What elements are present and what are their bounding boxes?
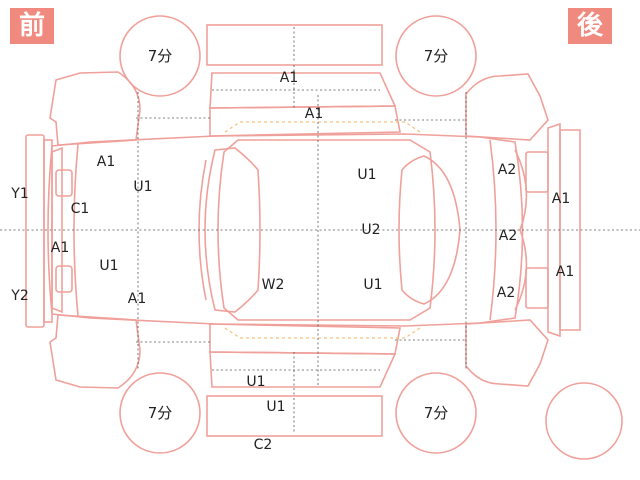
side-body-top xyxy=(49,65,549,146)
damage-label: A2 xyxy=(497,285,515,301)
wheel-rear-left xyxy=(395,15,477,97)
side-body-bottom xyxy=(49,314,549,396)
damage-label: U1 xyxy=(266,399,285,415)
damage-label: C1 xyxy=(71,201,90,217)
reference-grid xyxy=(0,92,640,385)
side-panel-top xyxy=(206,24,383,66)
damage-label: A1 xyxy=(280,70,298,86)
damage-label: A2 xyxy=(498,162,516,178)
damage-label: A2 xyxy=(499,228,517,244)
tire-label-rear-right: 7分 xyxy=(424,404,449,422)
damage-label: W2 xyxy=(262,277,285,293)
damage-label: A1 xyxy=(128,291,146,307)
rear-bumper xyxy=(514,122,581,338)
side-panel-bottom xyxy=(206,395,383,437)
wheel-rear-right xyxy=(395,372,477,454)
spare-wheel xyxy=(545,382,623,460)
damage-label: A1 xyxy=(97,154,115,170)
damage-label: A1 xyxy=(556,264,574,280)
damage-label: A1 xyxy=(552,191,570,207)
tire-label-front-right: 7分 xyxy=(148,404,173,422)
damage-label: Y2 xyxy=(10,288,28,304)
tire-label-front-left: 7分 xyxy=(148,47,173,65)
damage-label: A1 xyxy=(51,240,69,256)
damage-label: U1 xyxy=(363,277,382,293)
damage-label: U2 xyxy=(361,222,380,238)
front-bumper xyxy=(25,134,73,328)
damage-label: U1 xyxy=(99,258,118,274)
damage-label: U1 xyxy=(246,374,265,390)
damage-label: A1 xyxy=(305,106,323,122)
damage-label: U1 xyxy=(133,179,152,195)
damage-label: Y1 xyxy=(10,186,28,202)
front-badge: 前 xyxy=(10,8,54,44)
wheel-front-right xyxy=(119,372,201,454)
damage-label: U1 xyxy=(357,167,376,183)
tire-label-rear-left: 7分 xyxy=(424,47,449,65)
damage-label: C2 xyxy=(254,437,273,453)
wheel-front-left xyxy=(119,15,201,97)
rear-badge: 後 xyxy=(568,8,612,44)
